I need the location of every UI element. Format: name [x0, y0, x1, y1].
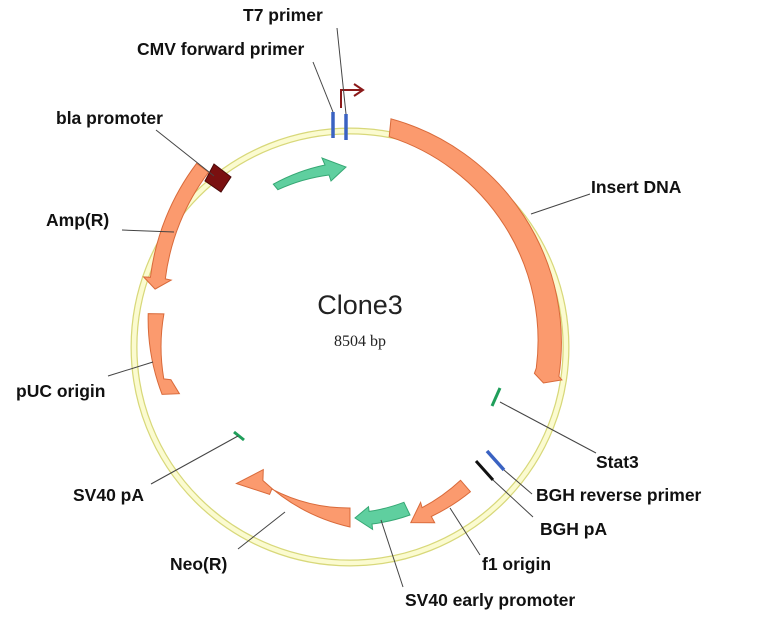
t7-primer-label: T7 primer	[243, 5, 323, 25]
plasmid-size: 8504 bp	[334, 333, 386, 350]
amp-r-leader	[121, 229, 175, 233]
puc-origin-feature	[147, 313, 181, 395]
neo-r-label: Neo(R)	[170, 554, 227, 574]
cmv-promoter-feature	[272, 157, 347, 191]
sv40-early-promoter-label: SV40 early promoter	[405, 590, 575, 610]
bla-promoter-leader	[155, 129, 215, 177]
cmv-forward-primer-leader	[312, 61, 334, 113]
puc-origin-label: pUC origin	[16, 381, 105, 401]
neo-r-leader	[237, 511, 286, 550]
bgh-pa-leader	[492, 479, 534, 518]
insert-dna-feature	[388, 118, 563, 384]
bgh-pa-f1-origin-feature	[410, 479, 472, 524]
bla-promoter-label: bla promoter	[56, 108, 163, 128]
stat3-label: Stat3	[596, 452, 639, 472]
puc-origin-leader	[107, 361, 154, 377]
bgh-pa-marker	[474, 459, 495, 482]
stat3-marker	[490, 387, 502, 407]
sv40-early-promoter-feature	[354, 501, 411, 531]
amp-r-feature	[142, 162, 210, 290]
cmv-forward-primer-label: CMV forward primer	[137, 39, 304, 59]
bgh-reverse-primer-label: BGH reverse primer	[536, 485, 702, 505]
insert-dna-leader	[530, 193, 591, 215]
neo-r-feature	[235, 468, 351, 528]
insert-dna-label: Insert DNA	[591, 177, 682, 197]
sv40-pa-marker	[233, 430, 245, 442]
stat3-leader	[499, 401, 597, 454]
t7-transcription-arrow-icon	[340, 83, 365, 108]
bla-promoter-marker	[204, 163, 232, 193]
sv40-early-promoter-leader	[380, 519, 404, 588]
bgh-reverse-primer-leader	[503, 469, 533, 495]
t7-primer-leader	[336, 27, 347, 115]
f1-origin-label: f1 origin	[482, 554, 551, 574]
plasmid-name: Clone3	[317, 290, 403, 320]
bgh-reverse-primer-marker	[485, 449, 506, 472]
plasmid-backbone-inner	[131, 128, 569, 566]
amp-r-label: Amp(R)	[46, 210, 109, 230]
f1-origin-leader	[449, 507, 481, 556]
bgh-pa-label: BGH pA	[540, 519, 607, 539]
sv40-pa-leader	[150, 435, 239, 485]
sv40-pa-label: SV40 pA	[73, 485, 144, 505]
